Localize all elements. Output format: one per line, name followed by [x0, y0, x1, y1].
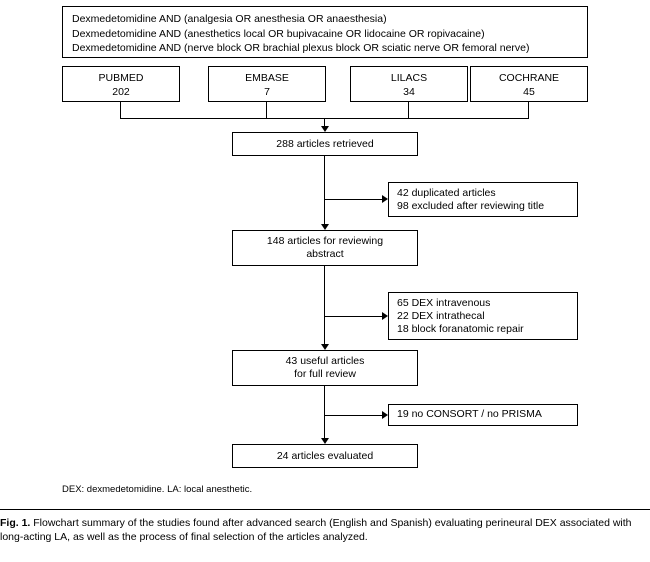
exclusion-3-line-1: 19 no CONSORT / no PRISMA — [397, 408, 542, 420]
database-count-embase: 7 — [264, 86, 270, 98]
connector-abstract-to-useful — [324, 266, 325, 344]
connector-cochrane-down — [528, 102, 529, 118]
database-count-cochrane: 45 — [523, 86, 535, 98]
database-name-pubmed: PUBMED — [98, 72, 144, 84]
arrow-to-retrieved — [321, 126, 329, 132]
connector-branch-excl3 — [324, 415, 382, 416]
exclusion-box-1: 42 duplicated articles 98 excluded after… — [388, 182, 578, 217]
exclusion-2-line-1: 65 DEX intravenous — [397, 297, 491, 309]
connector-useful-to-evaluated — [324, 386, 325, 438]
arrow-to-abstract — [321, 224, 329, 230]
connector-retrieved-to-abstract — [324, 156, 325, 224]
useful-label-line-2: for full review — [294, 368, 356, 380]
database-box-cochrane: COCHRANE 45 — [470, 66, 588, 102]
search-term-1: Dexmedetomidine AND (analgesia OR anesth… — [72, 13, 387, 25]
connector-branch-excl1 — [324, 199, 382, 200]
database-box-lilacs: LILACS 34 — [350, 66, 468, 102]
exclusion-2-line-2: 22 DEX intrathecal — [397, 310, 485, 322]
search-term-2: Dexmedetomidine AND (anesthetics local O… — [72, 27, 485, 40]
evaluated-label: 24 articles evaluated — [276, 450, 374, 462]
useful-articles-box: 43 useful articles for full review — [232, 350, 418, 386]
abstract-label-line-1: 148 articles for reviewing — [266, 235, 384, 247]
abstract-review-box: 148 articles for reviewing abstract — [232, 230, 418, 266]
database-count-lilacs: 34 — [403, 86, 415, 98]
arrow-to-excl3 — [382, 411, 388, 419]
database-count-pubmed: 202 — [112, 86, 130, 98]
connector-manifold-to-retrieved — [324, 118, 325, 126]
arrow-to-excl1 — [382, 195, 388, 203]
arrow-to-excl2 — [382, 312, 388, 320]
caption-text: Flowchart summary of the studies found a… — [0, 517, 632, 543]
database-box-embase: EMBASE 7 — [208, 66, 326, 102]
abstract-label-line-2: abstract — [306, 248, 344, 260]
arrow-to-evaluated — [321, 438, 329, 444]
retrieved-box: 288 articles retrieved — [232, 132, 418, 156]
evaluated-articles-box: 24 articles evaluated — [232, 444, 418, 468]
search-terms-box: Dexmedetomidine AND (analgesia OR anesth… — [62, 6, 588, 58]
exclusion-2-line-3: 18 block foranatomic repair — [397, 323, 524, 335]
caption-divider — [0, 509, 650, 510]
caption-label: Fig. 1. — [0, 517, 31, 529]
figure-footnote: DEX: dexmedetomidine. LA: local anesthet… — [62, 484, 253, 495]
database-box-pubmed: PUBMED 202 — [62, 66, 180, 102]
database-name-lilacs: LILACS — [390, 72, 428, 84]
exclusion-box-3: 19 no CONSORT / no PRISMA — [388, 404, 578, 426]
retrieved-label: 288 articles retrieved — [276, 138, 374, 150]
search-term-3: Dexmedetomidine AND (nerve block OR brac… — [72, 42, 530, 54]
exclusion-box-2: 65 DEX intravenous 22 DEX intrathecal 18… — [388, 292, 578, 340]
connector-branch-excl2 — [324, 316, 382, 317]
useful-label-line-1: 43 useful articles — [285, 355, 365, 367]
database-name-cochrane: COCHRANE — [498, 72, 560, 84]
exclusion-1-line-2: 98 excluded after reviewing title — [397, 200, 545, 212]
connector-embase-down — [266, 102, 267, 118]
database-name-embase: EMBASE — [245, 72, 289, 84]
connector-pubmed-down — [120, 102, 121, 118]
figure-caption: Fig. 1. Flowchart summary of the studies… — [0, 516, 646, 544]
exclusion-1-line-1: 42 duplicated articles — [397, 187, 496, 199]
arrow-to-useful — [321, 344, 329, 350]
connector-lilacs-down — [408, 102, 409, 118]
